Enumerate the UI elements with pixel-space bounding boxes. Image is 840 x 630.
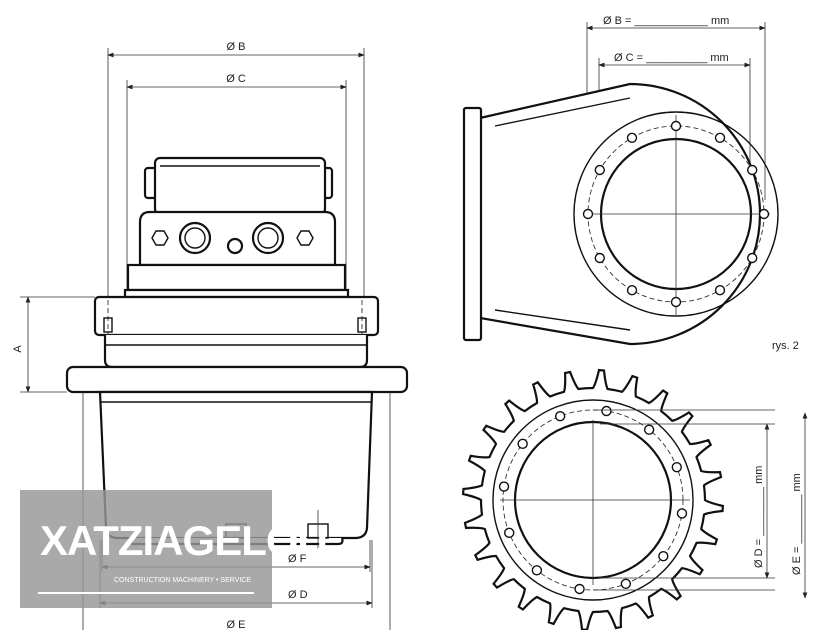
dim-f-label: Ø F (288, 553, 307, 565)
figure-label: rys. 2 (772, 340, 799, 352)
bolt-hole (626, 285, 638, 296)
bolt-hole (554, 411, 566, 422)
bolt-hole (498, 481, 510, 492)
bolt-hole (517, 438, 528, 450)
dim-d-label: Ø D = ________ mm (753, 466, 765, 568)
dim-a-label: A (12, 345, 24, 353)
watermark-tagline: CONSTRUCTION MACHINERY • SERVICE (114, 577, 252, 584)
motor-end-view: Ø B = ____________ mm Ø C = __________ m… (462, 15, 799, 352)
bolt-hole (758, 208, 770, 220)
bolt-hole (658, 550, 669, 562)
dim-d-label: Ø D (288, 589, 308, 601)
bolt-hole (574, 583, 585, 595)
bolt-hole (582, 208, 594, 220)
bolt-hole (626, 132, 638, 143)
dim-e-label: Ø E (227, 619, 246, 630)
bolt-hole (601, 405, 612, 417)
bolt-hole (714, 132, 726, 143)
bolt-hole (747, 164, 758, 176)
dim-e-label: Ø E = ________ mm (791, 473, 803, 575)
bolt-hole (504, 527, 515, 539)
bolt-hole (620, 578, 632, 589)
watermark-logo: XATZIAGELOU CONSTRUCTION MACHINERY • SER… (20, 490, 328, 608)
bolt-hole (676, 508, 688, 519)
bolt-hole (747, 252, 758, 264)
bolt-hole (643, 424, 655, 435)
watermark-rule (38, 592, 254, 594)
bolt-hole (594, 252, 605, 264)
bolt-hole (714, 285, 726, 296)
sprocket-view: Ø D = ________ mm Ø E = ________ mm (461, 368, 808, 630)
dim-c-label: Ø C = __________ mm (614, 52, 729, 64)
dim-b-label: Ø B = ____________ mm (603, 15, 729, 27)
bolt-hole (531, 565, 543, 576)
dim-c-label: Ø C (226, 73, 246, 85)
bolt-hole (594, 164, 605, 176)
motor-side-view: Ø B Ø C Ø F Ø D Ø E (12, 41, 409, 630)
bolt-hole (670, 296, 682, 308)
dim-b-label: Ø B (227, 41, 246, 53)
bolt-hole (670, 120, 682, 132)
bolt-hole (671, 461, 682, 473)
watermark-brand: XATZIAGELOU (40, 517, 328, 564)
